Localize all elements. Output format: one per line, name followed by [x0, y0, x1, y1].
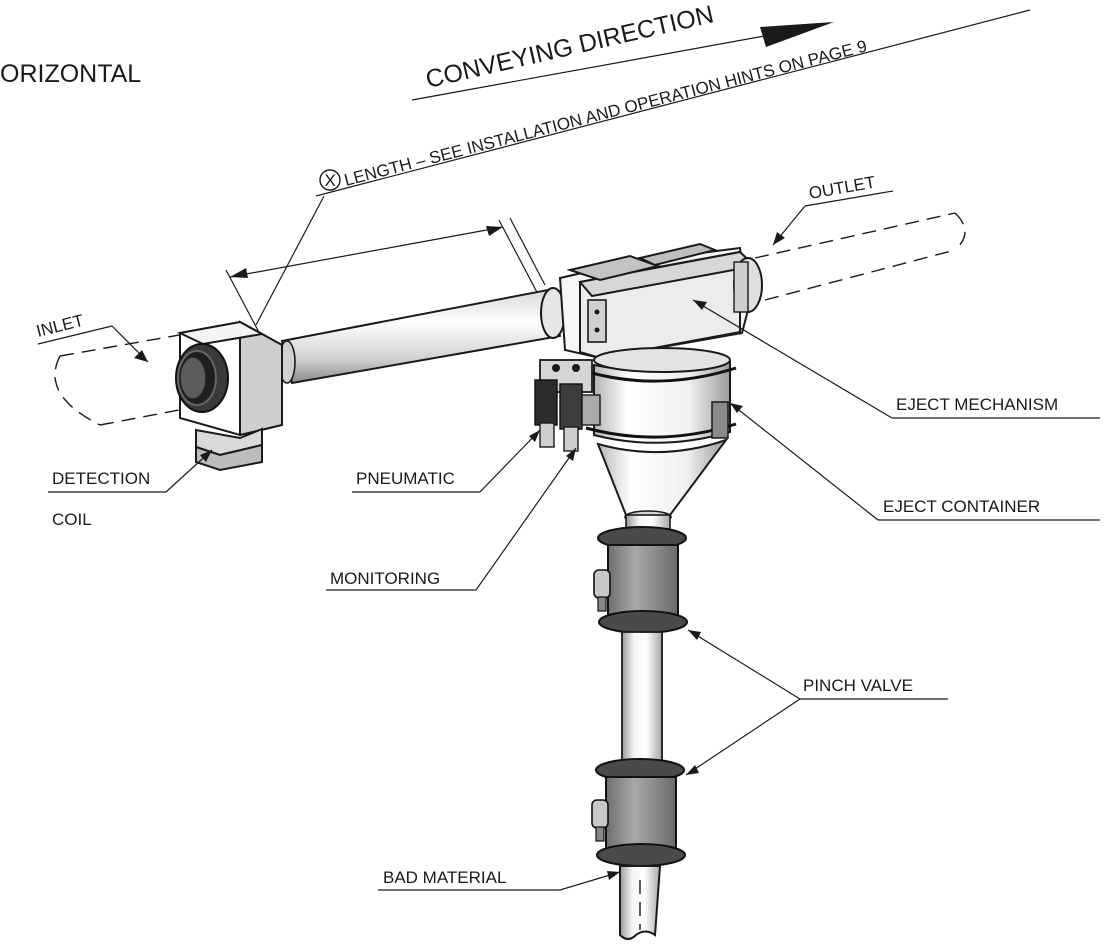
detection-label-line2: COIL	[52, 510, 92, 529]
length-extension-left	[255, 195, 325, 326]
callout-detection-coil: DETECTION COIL	[48, 449, 213, 529]
pinch-valve-label: PINCH VALVE	[803, 676, 913, 695]
length-symbol: X	[325, 171, 336, 190]
pneumatic-unit	[534, 359, 601, 452]
callout-pneumatic: PNEUMATIC	[352, 429, 541, 493]
title-fragment: ORIZONTAL	[0, 60, 141, 88]
bad-material-label: BAD MATERIAL	[383, 868, 506, 887]
length-symbol-circle	[319, 169, 341, 191]
callout-bad-material: BAD MATERIAL	[378, 868, 621, 891]
monitoring-label: MONITORING	[330, 569, 440, 588]
callout-eject-mechanism: EJECT MECHANISM	[692, 299, 1100, 419]
inlet-pipe-dashed	[54, 333, 196, 426]
length-note-leader	[315, 9, 1031, 197]
conveying-direction-line	[411, 34, 771, 101]
length-arrow-left	[230, 268, 248, 278]
length-ext-tick-right	[498, 219, 541, 299]
length-arrow-right	[486, 226, 503, 236]
main-pipe	[278, 287, 566, 385]
length-ext-tick-left	[225, 269, 263, 339]
conveying-direction-label: CONVEYING DIRECTION	[423, 0, 716, 94]
eject-mechanism-housing	[558, 242, 763, 360]
length-note-label: LENGTH – SEE INSTALLATION AND OPERATION …	[342, 37, 869, 190]
conveying-direction-arrowhead	[760, 22, 834, 47]
callout-inlet: INLET	[34, 311, 149, 363]
eject-container-label: EJECT CONTAINER	[883, 497, 1040, 516]
length-dimension-line	[229, 226, 504, 278]
length-extension-right	[509, 217, 546, 286]
hopper-cone	[596, 438, 729, 524]
detection-label-line1: DETECTION	[52, 469, 150, 488]
callout-pinch-valve: PINCH VALVE	[685, 629, 948, 776]
eject-container	[585, 347, 737, 444]
lower-assembly	[591, 514, 688, 940]
pinch-valve-upper	[593, 526, 688, 634]
callout-monitoring: MONITORING	[326, 447, 577, 591]
pneumatic-label: PNEUMATIC	[356, 469, 455, 488]
conveying-direction: CONVEYING DIRECTION	[411, 0, 834, 101]
outlet-pipe-dashed	[754, 212, 966, 301]
callout-eject-container: EJECT CONTAINER	[729, 402, 1100, 521]
inlet-label: INLET	[34, 311, 85, 341]
pinch-valve-lower	[591, 758, 686, 867]
outlet-label: OUTLET	[807, 173, 876, 203]
detection-coil	[175, 320, 283, 472]
callout-outlet: OUTLET	[772, 173, 894, 246]
container-band-top	[587, 366, 737, 383]
eject-mechanism-label: EJECT MECHANISM	[896, 395, 1058, 414]
